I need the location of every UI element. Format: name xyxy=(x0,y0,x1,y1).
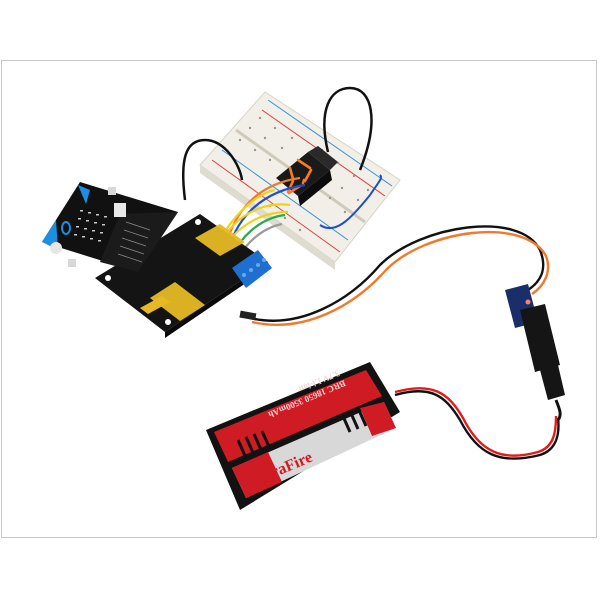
switch-module xyxy=(505,284,565,421)
expansion-shield xyxy=(95,214,272,338)
microbit-board xyxy=(42,182,178,272)
battery-pack: BRC 18650 3500mAh 3.7V Li-ion UltraFire xyxy=(206,362,400,510)
sensor-cable xyxy=(239,225,550,326)
button-b xyxy=(68,259,76,267)
button-a xyxy=(108,187,116,195)
led-matrix xyxy=(74,210,107,242)
power-wires xyxy=(394,387,560,460)
dc-plug xyxy=(520,304,560,372)
